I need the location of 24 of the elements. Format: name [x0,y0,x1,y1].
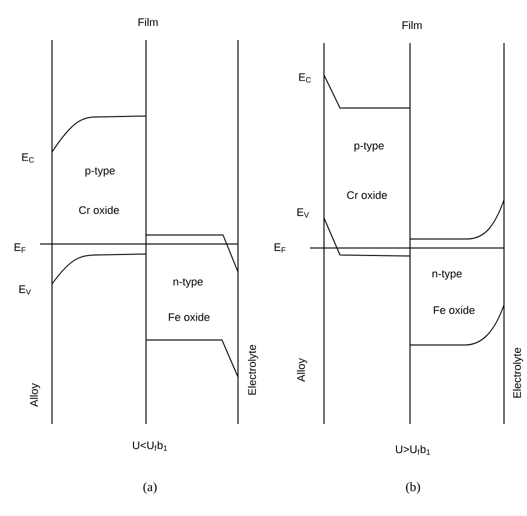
region-label: Fe oxide [432,304,476,316]
region-label: Electrolyte [512,346,524,400]
region-label: Film [136,17,160,27]
panel-caption: (a) [142,481,158,495]
region-label: Film [400,20,424,30]
energy-level-label: E$_{V}$ [296,207,310,219]
energy-level-label: E$_{C}$ [297,72,313,84]
region-label: n-type [172,277,204,289]
condition-label: U>U$_{f}$b$_{1}$ [394,444,432,456]
region-label: p-type [84,166,116,178]
region-label: Cr oxide [346,190,388,200]
region-label: Cr oxide [78,204,120,216]
region-label: Fe oxide [167,312,212,322]
energy-level-label: E$_{F}$ [12,242,28,254]
region-label: p-type [352,141,386,153]
energy-level-label: E$_{V}$ [18,284,32,296]
panel-caption: (b) [404,481,422,495]
energy-level-label: E$_{C}$ [20,152,36,164]
condition-label: U<U$_{f}$b$_{1}$ [131,440,169,452]
region-label: n-type [430,269,464,281]
energy-level-label: E$_{F}$ [272,242,288,254]
region-label: Alloy [28,382,42,408]
region-label: Alloy [296,357,308,383]
region-label: Electrolyte [246,343,260,397]
